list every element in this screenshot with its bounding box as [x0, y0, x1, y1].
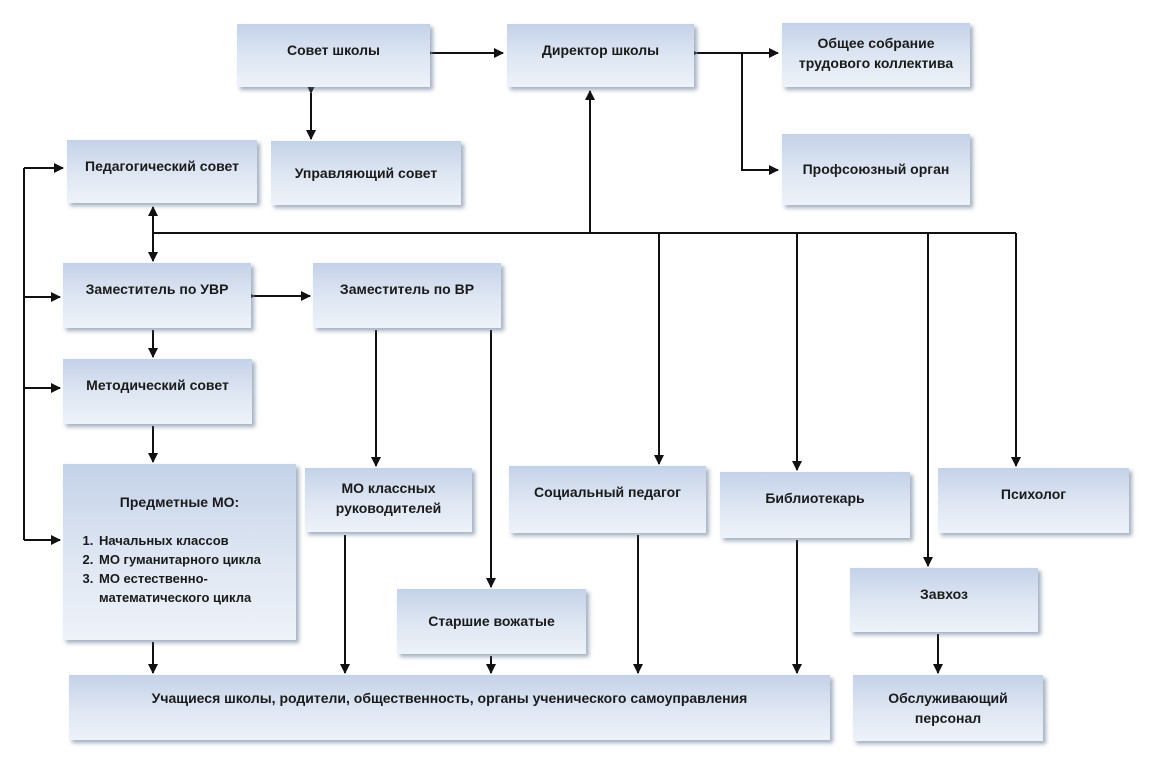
- box-director: Директор школы: [507, 24, 694, 87]
- box-senior-counselors: Старшие вожатые: [397, 589, 586, 654]
- box-psychologist: Психолог: [938, 468, 1129, 533]
- box-methodical-council: Методический совет: [63, 359, 252, 424]
- subject-mo-item: Начальных классов: [97, 532, 288, 551]
- box-supply-manager: Завхоз: [850, 568, 1038, 632]
- box-subject-mo: Предметные МО: Начальных классов МО гума…: [63, 464, 296, 640]
- arrow-director-union: [741, 53, 779, 175]
- subject-mo-item: МО гуманитарного цикла: [97, 551, 288, 570]
- subject-mo-list: Начальных классов МО гуманитарного цикла…: [71, 532, 288, 607]
- box-general-meeting: Общее собрание трудового коллектива: [782, 23, 970, 87]
- box-class-teachers-mo: МО классных руководителей: [305, 468, 472, 532]
- box-pedagogical-council: Педагогический совет: [67, 140, 257, 203]
- box-managing-council: Управляющий совет: [271, 141, 461, 205]
- subject-mo-item: МО естественно-математического цикла: [97, 570, 288, 608]
- box-librarian: Библиотекарь: [720, 472, 910, 538]
- subject-mo-title: Предметные МО:: [119, 494, 240, 510]
- box-school-council: Совет школы: [237, 24, 430, 87]
- box-service-staff: Обслуживающий персонал: [853, 675, 1043, 741]
- box-deputy-vr: Заместитель по ВР: [313, 263, 501, 328]
- box-trade-union: Профсоюзный орган: [782, 134, 970, 205]
- box-deputy-uvr: Заместитель по УВР: [63, 263, 251, 328]
- box-social-pedagogue: Социальный педагог: [509, 466, 706, 533]
- box-students-parents: Учащиеся школы, родители, общественность…: [69, 675, 830, 740]
